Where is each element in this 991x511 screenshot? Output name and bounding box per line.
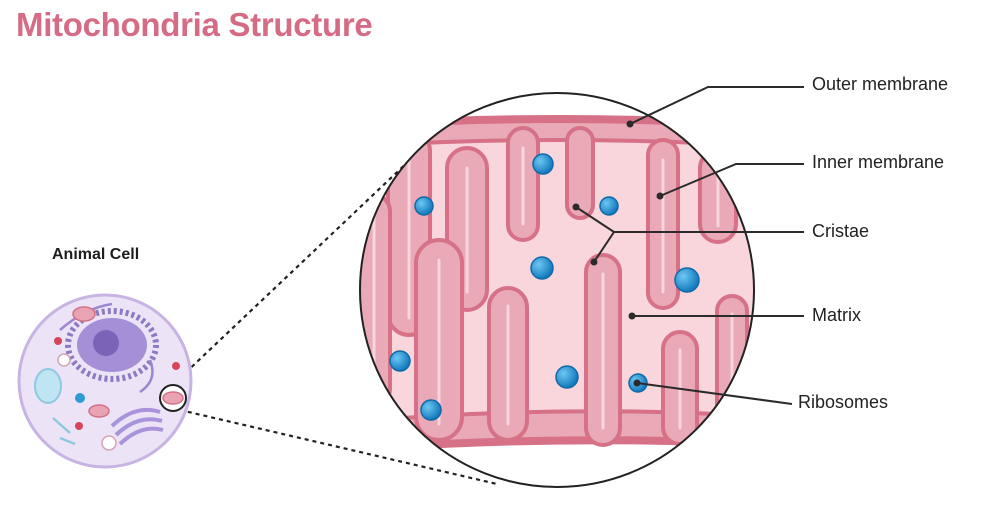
nucleus-icon xyxy=(65,308,159,382)
label-matrix: Matrix xyxy=(812,305,861,325)
label-inner-membrane: Inner membrane xyxy=(812,152,945,172)
label-ribosomes: Ribosomes xyxy=(798,392,889,412)
label-cristae: Cristae xyxy=(812,221,870,241)
vacuole-icon xyxy=(34,368,62,404)
zoom-circle xyxy=(359,92,755,488)
label-outer-membrane: Outer membrane xyxy=(812,74,949,94)
centrosome-icon xyxy=(75,393,85,403)
animal-cell-icon xyxy=(17,293,193,469)
ribosome-icon xyxy=(389,153,700,421)
animal-cell-label: Animal Cell xyxy=(52,246,140,263)
golgi-icon xyxy=(110,407,164,446)
leader-lines xyxy=(575,86,804,405)
zoom-lines xyxy=(179,139,498,486)
page-title: Mitochondria Structure xyxy=(16,6,373,43)
